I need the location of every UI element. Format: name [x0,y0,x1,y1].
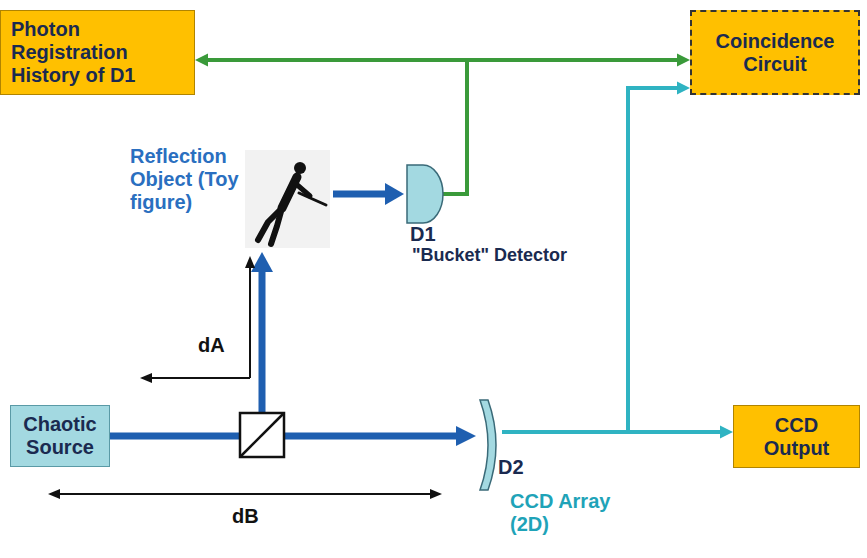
object-label: Reflection Object (Toy figure) [130,145,245,214]
beam-arrowhead [385,183,404,205]
detector-label: D1 [410,223,436,246]
detector-label: CCD Array (2D) [510,490,622,536]
beam-arrowhead [251,252,273,272]
box-label: Coincidence Circuit [702,30,848,76]
detector-label: "Bucket" Detector [412,244,567,267]
beam-arrow [333,191,385,198]
history-box: Photon Registration History of D1 [0,10,195,95]
signal-line [442,60,677,194]
source-box: Chaotic Source [10,405,110,467]
detector-body [480,400,496,490]
toy-figure [258,162,326,244]
box-label: CCD Output [744,414,849,460]
detector-symbol [405,163,445,225]
detector-body [407,165,443,223]
box-label: Photon Registration History of D1 [11,18,184,87]
box-label: Chaotic Source [21,413,99,459]
coincidence-box: Coincidence Circuit [690,10,860,95]
bucket-detector: D1"Bucket" Detector [405,163,445,225]
figure-ground [245,150,330,248]
ccd-output-box: CCD Output [733,405,860,468]
ccd-array: D2CCD Array (2D) [476,398,502,492]
dimension-a [140,256,255,383]
beam-splitter [240,413,284,457]
signal-line [502,430,720,434]
dimension-label: dB [232,505,259,528]
dimension-b [48,489,442,499]
detector-label: D2 [498,456,524,479]
dimension-label: dA [198,334,225,357]
beam-splitter-diagonal [240,413,284,457]
beam-arrow [259,272,266,412]
